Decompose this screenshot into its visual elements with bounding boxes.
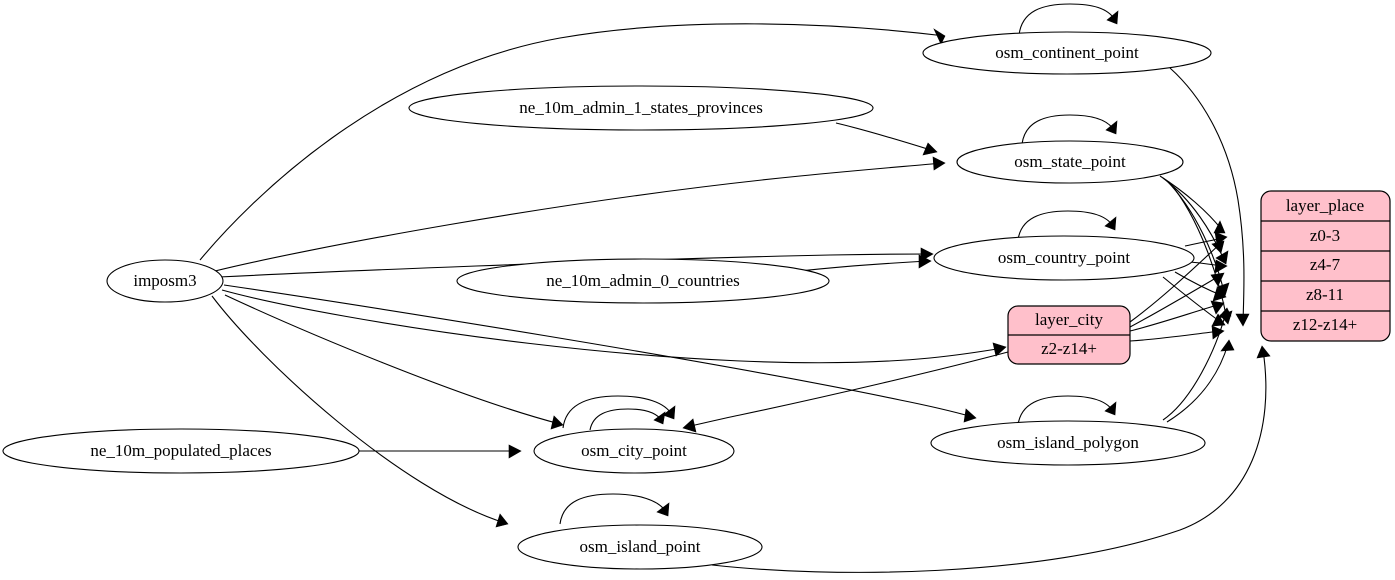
layer-city-row-z2-z14-label: z2-z14+ xyxy=(1041,339,1097,358)
node-osm-city-point[interactable]: osm_city_point xyxy=(533,428,735,474)
edge-osm-island-polygon-to-layer-place-z8 xyxy=(1162,307,1232,421)
node-osm-island-point-label: osm_island_point xyxy=(580,537,701,556)
node-ne-places-label: ne_10m_populated_places xyxy=(90,441,271,460)
edge-osm-country-point-to-layer-place-z8 xyxy=(1174,271,1227,302)
edge-osm-country-point-to-layer-place-z12 xyxy=(1162,276,1226,327)
edge-osm-island-point-self-loop xyxy=(559,493,670,525)
edge-osm-country-point-to-layer-place-z4 xyxy=(1189,259,1228,274)
layer-city-header-label: layer_city xyxy=(1035,310,1103,329)
node-imposm3-label: imposm3 xyxy=(133,271,196,290)
node-osm-continent-point-label: osm_continent_point xyxy=(995,43,1139,62)
edge-osm-island-polygon-to-layer-place-z12 xyxy=(1166,339,1235,423)
edge-imposm3-to-osm-island-polygon xyxy=(223,284,977,423)
node-ne-countries-label: ne_10m_admin_0_countries xyxy=(546,271,740,290)
edge-layer-city-to-layer-place-z0 xyxy=(1129,240,1225,323)
edge-osm-continent-point-self-loop xyxy=(1018,3,1119,36)
layer-place-row-z4-7-label: z4-7 xyxy=(1310,255,1341,274)
edge-osm-state-point-self-loop xyxy=(1021,114,1118,145)
node-ne-10m-admin-0-countries[interactable]: ne_10m_admin_0_countries xyxy=(456,258,830,304)
edge-imposm3-to-osm-city-point xyxy=(224,294,564,430)
edge-osm-country-point-to-layer-place-z0 xyxy=(1184,231,1228,247)
node-ne-10m-populated-places[interactable]: ne_10m_populated_places xyxy=(2,428,360,474)
node-ne-10m-admin-1-states-provinces[interactable]: ne_10m_admin_1_states_provinces xyxy=(408,85,874,131)
node-osm-island-point[interactable]: osm_island_point xyxy=(517,524,763,570)
node-osm-island-polygon[interactable]: osm_island_polygon xyxy=(930,420,1206,466)
edge-imposm3-to-layer-city xyxy=(221,289,1007,364)
edge-osm-island-polygon-self-loop xyxy=(1017,395,1117,426)
edge-imposm3-to-osm-state-point xyxy=(214,156,946,272)
edge-ne-states-to-osm-state-point xyxy=(835,122,938,156)
node-layer-city[interactable]: layer_city z2-z14+ xyxy=(1007,305,1131,365)
edge-imposm3-to-osm-continent-point xyxy=(199,23,946,261)
layer-place-row-z0-3-label: z0-3 xyxy=(1310,226,1340,245)
node-osm-state-point-label: osm_state_point xyxy=(1014,152,1126,171)
edge-imposm3-to-osm-island-point xyxy=(211,295,509,528)
edge-osm-island-point-to-layer-place-z12 xyxy=(711,345,1271,573)
node-osm-city-point-label: osm_city_point xyxy=(581,441,687,460)
layer-place-row-z12-z14-label: z12-z14+ xyxy=(1293,315,1357,334)
edge-layer-city-to-layer-place-z8 xyxy=(1129,300,1225,332)
layer-place-row-z8-11-label: z8-11 xyxy=(1306,285,1344,304)
node-layer: imposm3 ne_10m_admin_1_states_provinces … xyxy=(2,31,1391,570)
layer-place-header-label: layer_place xyxy=(1286,196,1364,215)
node-osm-state-point[interactable]: osm_state_point xyxy=(956,140,1184,184)
node-layer-place[interactable]: layer_place z0-3 z4-7 z8-11 z12-z14+ xyxy=(1260,190,1391,342)
edge-osm-city-point-self-loop-outer xyxy=(562,395,676,429)
edge-osm-continent-point-to-layer-place-z12 xyxy=(1169,67,1250,327)
node-osm-continent-point[interactable]: osm_continent_point xyxy=(922,31,1212,75)
edge-layer-city-to-layer-place-z12 xyxy=(1129,325,1225,342)
node-imposm3[interactable]: imposm3 xyxy=(106,259,224,303)
edge-layer-city-to-osm-city-point xyxy=(682,351,1009,433)
node-osm-country-point[interactable]: osm_country_point xyxy=(933,235,1195,281)
edge-osm-city-point-self-loop-inner xyxy=(589,408,666,431)
node-osm-country-point-label: osm_country_point xyxy=(998,248,1130,267)
node-ne-states-label: ne_10m_admin_1_states_provinces xyxy=(519,98,763,117)
edge-layer-city-to-layer-place-z4 xyxy=(1129,272,1225,328)
edge-ne-countries-to-osm-country-point xyxy=(799,254,932,272)
node-osm-island-polygon-label: osm_island_polygon xyxy=(997,433,1139,452)
edge-layer xyxy=(199,3,1271,573)
edge-osm-country-point-self-loop xyxy=(1017,210,1117,241)
edge-ne-places-to-osm-city-point xyxy=(359,444,522,459)
